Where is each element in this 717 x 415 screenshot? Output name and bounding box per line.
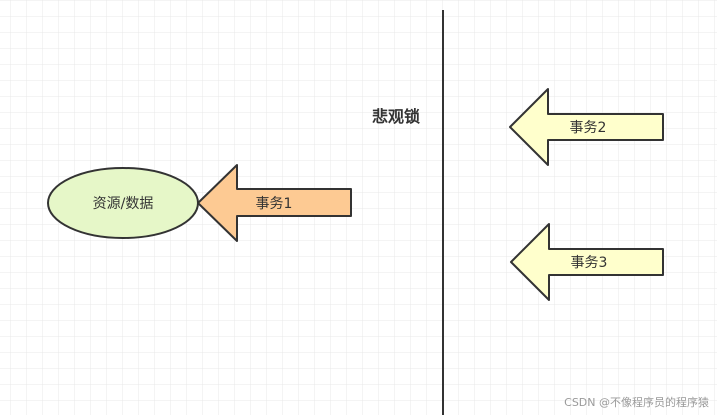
transaction-3-label: 事务3 <box>571 255 608 271</box>
diagram-title: 悲观锁 <box>372 107 420 126</box>
transaction-1-label: 事务1 <box>256 196 293 212</box>
transaction-2-label: 事务2 <box>570 120 607 136</box>
transaction-2-arrow <box>509 88 664 166</box>
resource-label: 资源/数据 <box>93 196 154 212</box>
transaction-3-arrow <box>510 223 664 301</box>
watermark-text: CSDN @不像程序员的程序猿 <box>564 395 709 409</box>
transaction-1-arrow <box>197 164 352 242</box>
